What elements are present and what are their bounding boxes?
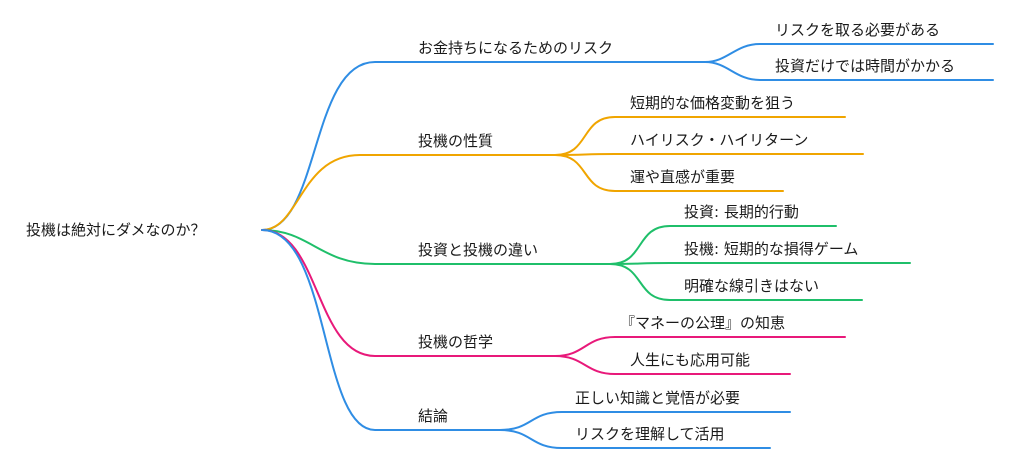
edge-branch-0-child-1 [704, 61, 994, 81]
branch-topic-conclusion: 結論 [418, 407, 449, 425]
edge-branch-3-child-0 [554, 336, 846, 357]
edge-branch-2-child-0 [609, 225, 837, 265]
edge-branch-3-child-1 [554, 355, 791, 375]
branch-topic-philosophy: 投機の哲学 [418, 333, 494, 351]
branch-topic-difference: 投資と投機の違い [418, 241, 539, 259]
edge-branch-0-child-0 [704, 43, 994, 63]
leaf-topic: 『マネーの公理』の知恵 [620, 314, 786, 332]
edge-branch-2-child-1 [609, 262, 911, 265]
edge-branch-1-child-0 [554, 116, 846, 156]
leaf-topic: リスクを取る必要がある [775, 21, 941, 39]
edge-branch-4-child-0 [499, 411, 791, 431]
edge-branch-2-child-2 [609, 263, 863, 301]
edge-root-branch-1 [261, 154, 556, 231]
edge-branch-1-child-1 [554, 153, 864, 156]
edge-root-branch-2 [261, 229, 611, 265]
leaf-topic: 正しい知識と覚悟が必要 [575, 389, 741, 407]
edge-branch-4-child-1 [499, 429, 771, 449]
branch-topic-risk: お金持ちになるためのリスク [418, 39, 614, 57]
branch-topic-nature: 投機の性質 [418, 132, 494, 150]
leaf-topic: 明確な線引きはない [684, 277, 820, 295]
edge-root-branch-4 [261, 229, 501, 431]
root-topic: 投機は絶対にダメなのか？ [26, 221, 206, 239]
leaf-topic: 人生にも応用可能 [630, 351, 751, 369]
leaf-topic: ハイリスク・ハイリターン [630, 131, 809, 149]
leaf-topic: 短期的な価格変動を狙う [630, 94, 796, 112]
edge-branch-1-child-2 [554, 154, 784, 192]
leaf-topic: 投資: 長期的行動 [684, 203, 799, 221]
leaf-topic: リスクを理解して活用 [575, 425, 725, 443]
leaf-topic: 投機: 短期的な損得ゲーム [684, 240, 859, 258]
leaf-topic: 投資だけでは時間がかかる [775, 57, 956, 75]
leaf-topic: 運や直感が重要 [630, 168, 736, 186]
